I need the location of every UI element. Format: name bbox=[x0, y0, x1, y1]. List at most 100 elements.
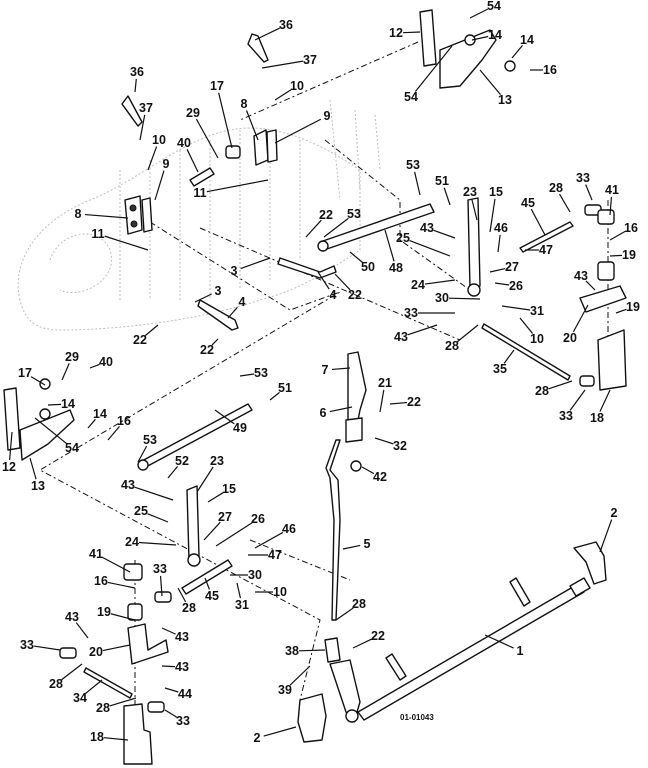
leader-line-12 bbox=[8, 431, 13, 461]
callout-label: 16 bbox=[543, 63, 557, 77]
callout-label: 43 bbox=[65, 610, 79, 624]
leader-line-21 bbox=[379, 389, 385, 413]
callout-label: 28 bbox=[49, 677, 63, 691]
leader-line-6 bbox=[329, 406, 353, 413]
callout-label: 2 bbox=[611, 506, 618, 520]
callout-label: 43 bbox=[394, 330, 408, 344]
callout-label: 23 bbox=[210, 454, 224, 468]
callout-label: 43 bbox=[175, 630, 189, 644]
callout-label: 36 bbox=[279, 18, 293, 32]
leader-line-22 bbox=[211, 338, 219, 346]
leader-line-4 bbox=[227, 306, 238, 319]
leader-line-33 bbox=[33, 645, 61, 651]
leader-line-37 bbox=[139, 114, 146, 141]
callout-label: 50 bbox=[361, 260, 375, 274]
leader-line-23 bbox=[471, 198, 478, 221]
callout-label: 41 bbox=[89, 547, 103, 561]
leader-line-41 bbox=[101, 556, 131, 573]
callout-label: 24 bbox=[125, 535, 139, 549]
leader-line-8 bbox=[245, 110, 259, 141]
leader-line-41 bbox=[609, 196, 613, 216]
leader-line-16 bbox=[107, 425, 120, 441]
callout-label: 24 bbox=[411, 278, 425, 292]
leader-line-33 bbox=[569, 389, 586, 411]
leader-line-18 bbox=[599, 389, 611, 412]
leader-line-22 bbox=[334, 273, 351, 291]
leader-line-1 bbox=[484, 634, 514, 649]
callout-label: 32 bbox=[393, 439, 407, 453]
callout-label: 10 bbox=[152, 133, 166, 147]
leader-line-36 bbox=[134, 78, 137, 93]
callout-label: 26 bbox=[251, 512, 265, 526]
callout-label: 35 bbox=[493, 362, 507, 376]
leader-line-28 bbox=[559, 193, 571, 213]
callout-label: 14 bbox=[93, 407, 107, 421]
callout-label: 16 bbox=[117, 414, 131, 428]
leader-line-33 bbox=[164, 709, 178, 718]
callout-label: 14 bbox=[61, 397, 75, 411]
callout-label: 10 bbox=[273, 585, 287, 599]
leader-line-35 bbox=[503, 349, 515, 364]
leader-line-14 bbox=[471, 35, 489, 41]
leader-line-9 bbox=[274, 118, 322, 144]
leader-line-51 bbox=[443, 187, 451, 206]
callout-label: 46 bbox=[494, 221, 508, 235]
callout-label: 18 bbox=[590, 411, 604, 425]
callout-label: 33 bbox=[404, 306, 418, 320]
leader-line-10 bbox=[147, 146, 158, 171]
leader-line-3 bbox=[240, 257, 271, 270]
callout-label: 33 bbox=[576, 171, 590, 185]
leader-line-28 bbox=[109, 697, 137, 707]
leader-line-42 bbox=[361, 466, 375, 475]
callout-label: 19 bbox=[622, 248, 636, 262]
leader-line-48 bbox=[384, 229, 395, 262]
callout-label: 13 bbox=[498, 93, 512, 107]
leader-line-10 bbox=[274, 89, 292, 101]
leader-line-27 bbox=[203, 521, 221, 541]
callout-label: 20 bbox=[563, 331, 577, 345]
leader-line-43 bbox=[585, 280, 596, 291]
callout-label: 17 bbox=[210, 79, 224, 93]
callout-label: 40 bbox=[177, 136, 191, 150]
leader-line-44 bbox=[164, 687, 179, 693]
callout-label: 33 bbox=[176, 714, 190, 728]
callout-label: 28 bbox=[96, 701, 110, 715]
assembly-boundary-lines bbox=[38, 41, 609, 740]
callout-label: 21 bbox=[378, 376, 392, 390]
callout-label: 22 bbox=[407, 395, 421, 409]
callout-label: 12 bbox=[389, 26, 403, 40]
leader-line-54 bbox=[469, 8, 489, 19]
callout-label: 1 bbox=[517, 644, 524, 658]
callout-label: 31 bbox=[530, 304, 544, 318]
callout-label: 4 bbox=[330, 288, 337, 302]
leader-line-28 bbox=[548, 380, 573, 390]
callout-label: 53 bbox=[347, 207, 361, 221]
leader-line-24 bbox=[424, 279, 456, 285]
parts bbox=[3, 9, 627, 765]
callout-label: 28 bbox=[535, 384, 549, 398]
leader-line-33 bbox=[159, 575, 163, 597]
leader-line-7 bbox=[331, 367, 351, 371]
leader-line-11 bbox=[104, 235, 149, 251]
callout-label: 37 bbox=[303, 53, 317, 67]
leader-line-45 bbox=[204, 577, 211, 590]
callout-label: 16 bbox=[94, 574, 108, 588]
callout-label: 25 bbox=[396, 231, 410, 245]
callout-label: 54 bbox=[65, 441, 79, 455]
callout-label: 15 bbox=[489, 185, 503, 199]
leader-line-28 bbox=[335, 607, 354, 621]
leader-line-54 bbox=[34, 417, 67, 445]
leader-line-30 bbox=[448, 297, 481, 300]
callout-label: 33 bbox=[559, 409, 573, 423]
leader-line-8 bbox=[84, 213, 129, 219]
leader-line-31 bbox=[236, 582, 242, 599]
leader-line-54 bbox=[414, 45, 453, 92]
leader-line-22 bbox=[305, 219, 322, 238]
leader-line-27 bbox=[489, 267, 506, 273]
callout-label: 30 bbox=[248, 568, 262, 582]
callout-label: 40 bbox=[99, 355, 113, 369]
callout-label: 38 bbox=[285, 644, 299, 658]
leader-line-33 bbox=[585, 184, 593, 201]
leader-line-37 bbox=[261, 60, 304, 69]
callout-label: 52 bbox=[175, 454, 189, 468]
